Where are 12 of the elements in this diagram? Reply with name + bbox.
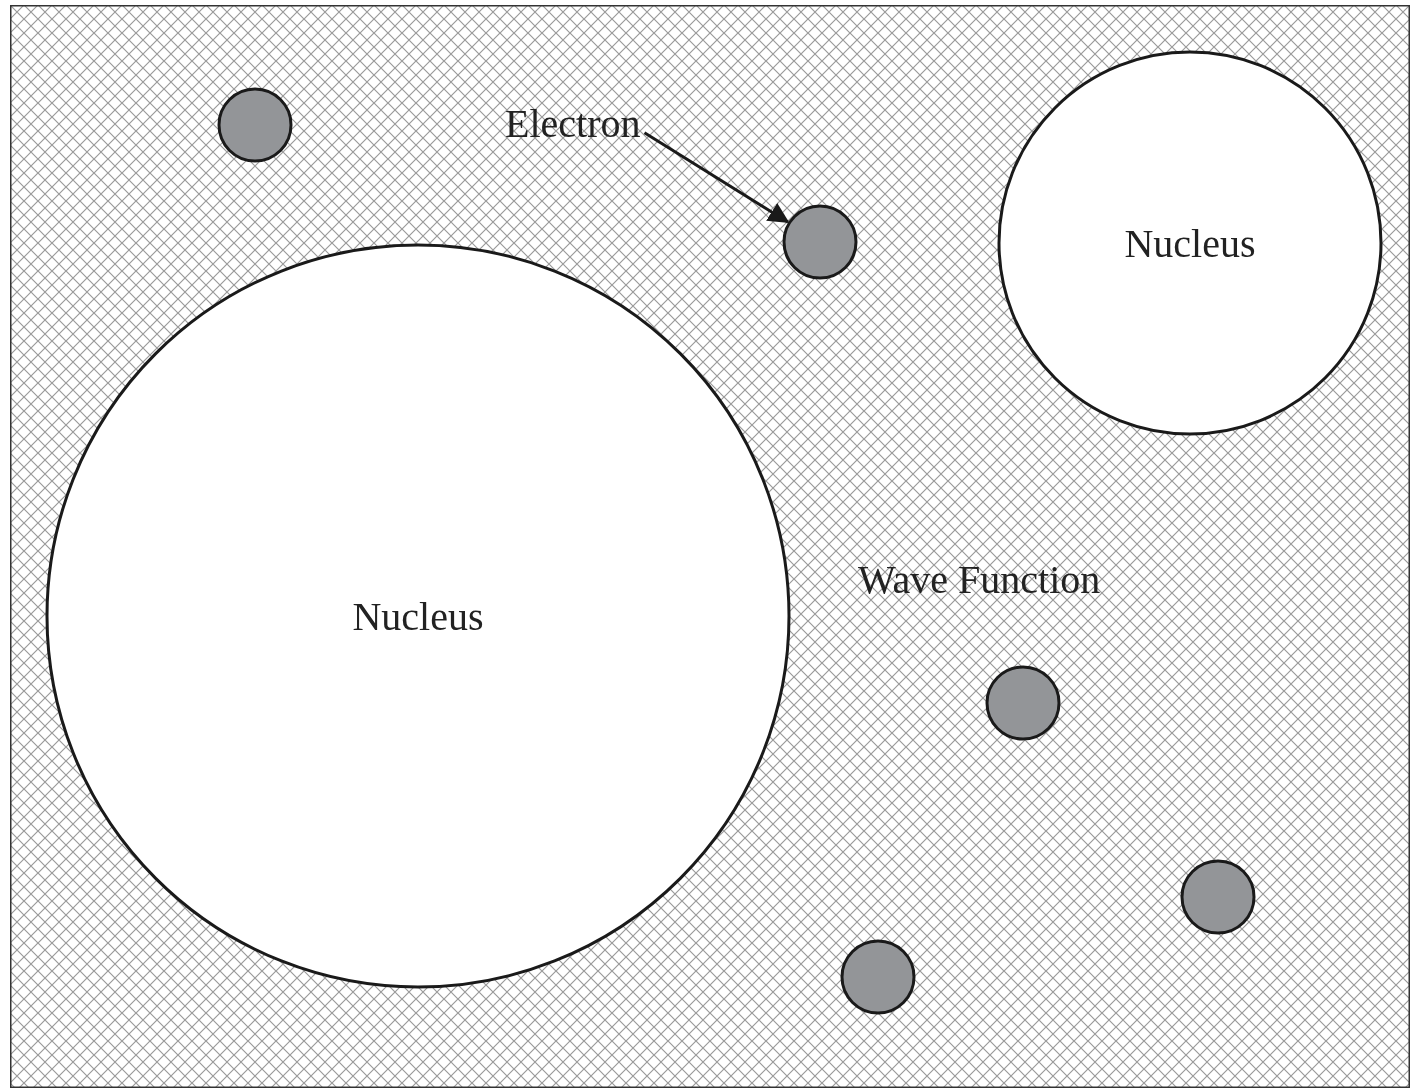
nucleus-label: Nucleus xyxy=(1124,219,1256,267)
region-label: Wave Function xyxy=(858,560,1101,600)
electron-circle xyxy=(217,87,293,163)
electron-circle xyxy=(782,204,858,280)
nucleus-circle xyxy=(45,243,791,989)
electron-circle xyxy=(985,665,1061,741)
nucleus-circle xyxy=(997,50,1383,436)
hatched-region xyxy=(10,5,1410,1088)
callout-label: Electron xyxy=(505,102,641,146)
nucleus-label: Nucleus xyxy=(352,592,484,640)
electron-circle xyxy=(1180,859,1256,935)
electron-circle xyxy=(840,939,916,1015)
